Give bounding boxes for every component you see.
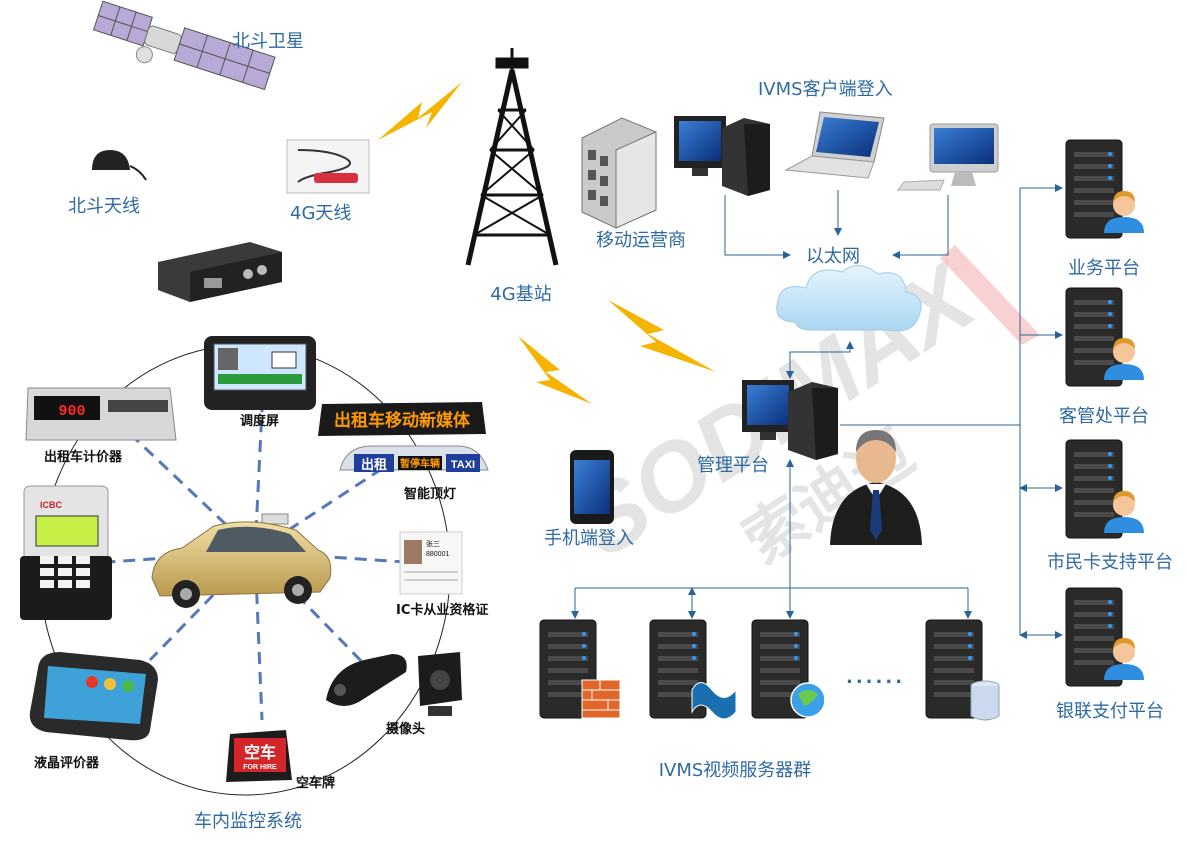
lightning-bolt-icon	[378, 82, 462, 140]
taxi-car-icon	[151, 513, 332, 608]
vacancy-main-text: 空车	[244, 743, 276, 762]
label-camera: 摄像头	[386, 722, 426, 737]
lightning-bolt-icon	[518, 336, 592, 404]
laptop-icon	[784, 111, 885, 179]
server-cluster-icons	[539, 619, 1000, 721]
dispatch-screen-icon	[204, 336, 316, 410]
pos-terminal-icon: ICBC	[20, 485, 112, 620]
label-in-vehicle-system: 车内监控系统	[194, 811, 302, 832]
meter-digits: 900	[58, 403, 85, 420]
label-vacancy-sign: 空车牌	[296, 776, 336, 791]
operator-person-icon	[830, 430, 922, 545]
label-antenna-4g: 4G天线	[290, 203, 352, 224]
lightning-bolt-icon	[608, 300, 716, 372]
label-taxi-meter: 出租车计价器	[44, 450, 123, 465]
label-citizen-card-platform: 市民卡支持平台	[1047, 552, 1173, 573]
desktop-computer-icon	[674, 116, 770, 196]
building-icon	[581, 117, 657, 229]
label-mobile-login: 手机端登入	[544, 528, 634, 549]
ethernet-cloud-icon	[776, 265, 922, 332]
led-scroll-text: 出租车移动新媒体	[334, 410, 471, 431]
label-dispatch-screen: 调度屏	[240, 414, 280, 429]
toplight-center-text: 暂停车辆	[400, 457, 440, 470]
label-ellipsis: ......	[846, 667, 906, 688]
led-sign-icon: 出租车移动新媒体	[318, 402, 486, 436]
label-base-station-4g: 4G基站	[490, 284, 552, 305]
label-ethernet: 以太网	[806, 246, 860, 267]
smartphone-icon	[570, 450, 614, 524]
label-ic-card-certificate: IC卡从业资格证	[396, 603, 489, 618]
label-ivms-client-login: IVMS客户端登入	[758, 79, 893, 100]
label-passenger-office-platform: 客管处平台	[1059, 406, 1149, 427]
toplight-left-text: 出租	[361, 457, 387, 473]
camera-icon	[326, 652, 462, 716]
vacancy-sign-icon: 空车 FOR HIRE	[226, 730, 292, 782]
card-name-text: 张三	[426, 539, 440, 548]
toplight-right-text: TAXI	[451, 459, 475, 471]
management-computer-icon	[742, 380, 838, 460]
card-number-text: 880001	[426, 551, 449, 558]
antenna-4g-icon	[286, 139, 370, 194]
label-beidou-satellite: 北斗卫星	[232, 31, 304, 52]
label-smart-top-light: 智能顶灯	[404, 487, 457, 502]
label-ivms-server-cluster: IVMS视频服务器群	[658, 760, 812, 781]
ic-card-icon: 张三 880001	[399, 531, 463, 595]
imac-icon	[897, 123, 999, 191]
cell-tower-icon	[465, 48, 559, 266]
label-mobile-operator: 移动运营商	[596, 230, 686, 251]
label-business-platform: 业务平台	[1068, 258, 1140, 279]
label-unionpay-platform: 银联支付平台	[1056, 701, 1164, 722]
satellite-icon	[92, 0, 276, 91]
mdvr-device-icon	[158, 242, 282, 302]
label-beidou-antenna: 北斗天线	[68, 196, 140, 217]
label-management-platform: 管理平台	[697, 455, 769, 476]
taxi-meter-icon: 900	[25, 387, 177, 441]
pos-bank-text: ICBC	[40, 500, 62, 510]
label-lcd-evaluator: 液晶评价器	[34, 756, 100, 771]
smart-top-light-icon: 出租 暂停车辆 TAXI	[339, 445, 489, 473]
connector-lines	[571, 184, 1063, 639]
lcd-evaluator-icon	[29, 652, 158, 741]
vacancy-sub-text: FOR HIRE	[243, 764, 277, 771]
beidou-antenna-icon	[92, 150, 147, 181]
